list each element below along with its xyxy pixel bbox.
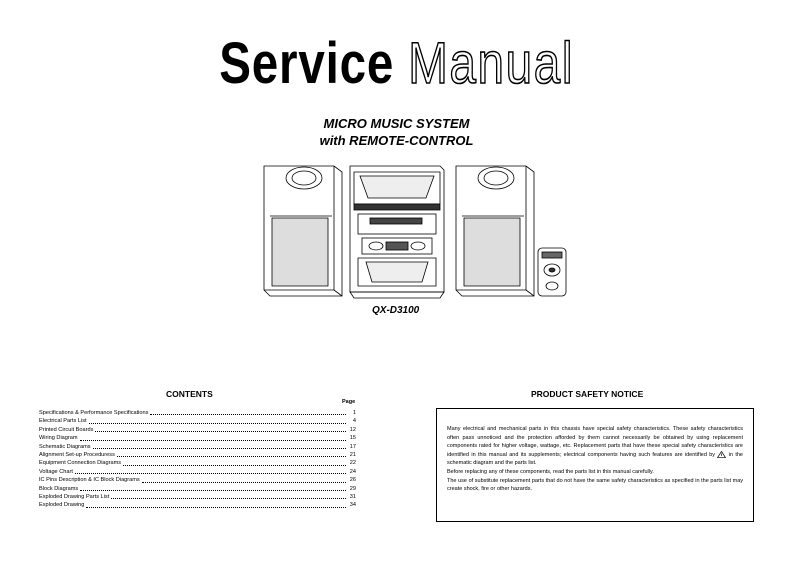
- safety-notice-box: Many electrical and mechanical parts in …: [436, 408, 754, 522]
- safety-paragraph-1: Many electrical and mechanical parts in …: [447, 426, 743, 467]
- warning-triangle-icon: [717, 450, 727, 458]
- title-service: Service: [219, 31, 395, 96]
- toc-item[interactable]: Specifications & Performance Specificati…: [39, 409, 356, 416]
- model-number: QX-D3100: [372, 305, 420, 316]
- manual-title: Service Manual: [0, 30, 793, 97]
- product-illustration: [263, 165, 567, 299]
- safety-paragraph-3: The use of substitute replacement parts …: [447, 477, 743, 493]
- product-line-1: MICRO MUSIC SYSTEM: [323, 116, 470, 131]
- page-column-label: Page: [342, 399, 356, 405]
- safety-notice-heading: PRODUCT SAFETY NOTICE: [531, 389, 644, 399]
- title-manual: Manual: [408, 30, 575, 97]
- contents-heading: CONTENTS: [166, 389, 213, 399]
- product-line-2: with REMOTE-CONTROL: [319, 133, 474, 148]
- table-of-contents: Specifications & Performance Specificati…: [39, 409, 356, 510]
- safety-paragraph-2: Before replacing any of these components…: [447, 468, 654, 475]
